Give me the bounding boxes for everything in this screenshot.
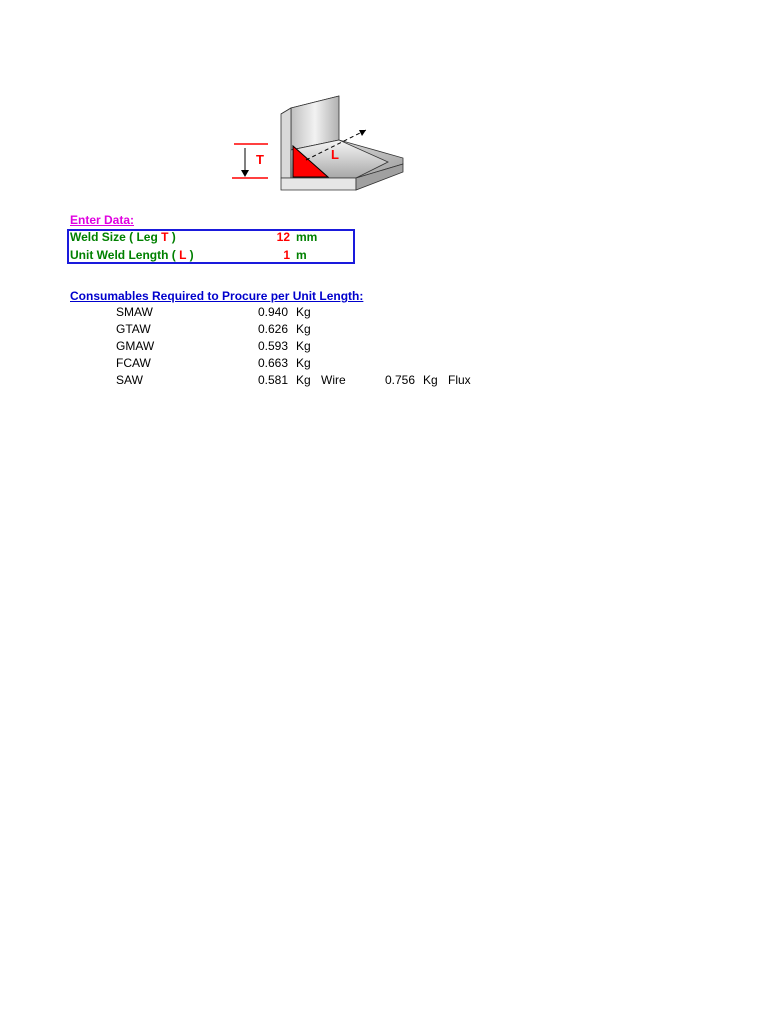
weld-size-label-suffix: ) [168, 230, 176, 244]
unit-length-label: Unit Weld Length ( L ) [70, 248, 194, 262]
flux-quantity-unit: Kg [423, 373, 438, 387]
quantity-unit: Kg [296, 356, 311, 370]
weld-size-label-prefix: Weld Size ( Leg [70, 230, 162, 244]
length-label: L [331, 147, 339, 162]
process-name: FCAW [116, 356, 151, 370]
unit-length-label-suffix: ) [186, 248, 194, 262]
input-data-box [67, 229, 355, 264]
quantity-unit: Kg [296, 322, 311, 336]
weld-size-label-var: T [161, 230, 169, 244]
process-name: SAW [116, 373, 143, 387]
wire-note: Wire [321, 373, 346, 387]
process-name: GMAW [116, 339, 155, 353]
quantity-value: 0.626 [258, 322, 289, 336]
weld-cross-section [292, 144, 330, 178]
enter-data-heading: Enter Data: [70, 213, 135, 227]
quantity-value: 0.593 [258, 339, 289, 353]
weld-size-value[interactable]: 12 [276, 230, 290, 244]
flux-note: Flux [448, 373, 471, 387]
unit-length-label-prefix: Unit Weld Length ( [70, 248, 180, 262]
weld-size-label: Weld Size ( Leg T ) [70, 230, 176, 244]
consumables-heading: Consumables Required to Procure per Unit… [70, 289, 364, 303]
quantity-value: 0.581 [258, 373, 289, 387]
weld-size-unit: mm [296, 230, 318, 244]
flux-quantity-value: 0.756 [385, 373, 416, 387]
process-name: GTAW [116, 322, 151, 336]
quantity-unit: Kg [296, 339, 311, 353]
unit-length-label-var: L [179, 248, 187, 262]
thickness-dimension [232, 143, 268, 179]
fillet-weld-diagram [232, 95, 404, 191]
unit-length-unit: m [296, 248, 307, 262]
process-name: SMAW [116, 305, 153, 319]
quantity-value: 0.940 [258, 305, 289, 319]
quantity-value: 0.663 [258, 356, 289, 370]
quantity-unit: Kg [296, 305, 311, 319]
unit-length-value[interactable]: 1 [283, 248, 290, 262]
quantity-unit: Kg [296, 373, 311, 387]
thickness-label: T [256, 152, 264, 167]
